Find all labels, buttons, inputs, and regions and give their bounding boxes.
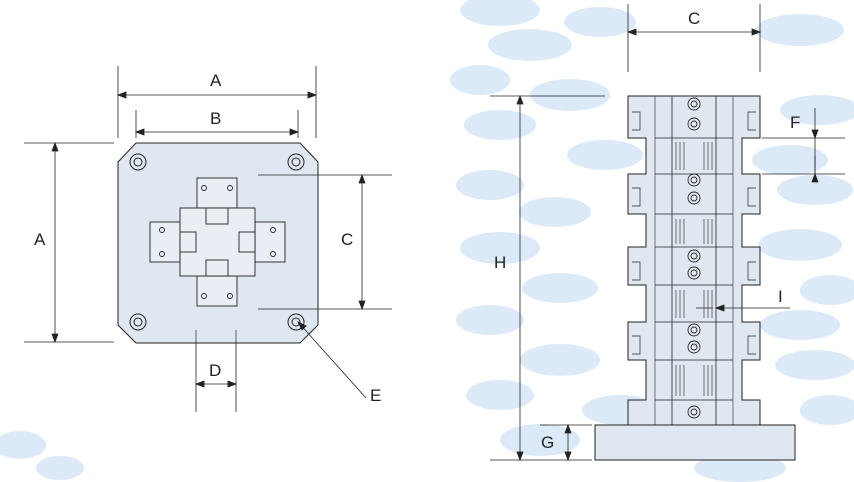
label-dim-a-side: A [34,230,46,249]
label-dim-h: H [494,253,506,272]
dimension-c-plan [290,173,392,311]
dimension-h [490,94,605,462]
label-dim-i: I [778,287,783,306]
dimension-c-elevation [626,4,762,72]
label-dim-d: D [209,361,221,380]
corner-hole [129,153,305,331]
label-dim-c-plan: C [341,230,353,249]
dimension-f [762,108,845,183]
serrated-jaw [675,142,713,396]
base-foot [594,424,796,461]
label-callout-e: E [370,386,381,405]
bolt-head [687,97,701,419]
dimension-a-side [24,141,114,344]
callout-e-leader [297,321,367,399]
dimension-i [696,304,790,312]
label-dim-g: G [541,433,554,452]
label-dim-c-elevation: C [688,9,700,28]
dimension-d [194,343,238,412]
label-dim-b: B [210,109,221,128]
dimension-a-top [116,66,318,138]
label-dim-a-top: A [210,71,222,90]
flange-slot [632,111,756,355]
cross-fixture [149,177,286,307]
dimension-g [540,423,592,462]
elevation-view [490,4,845,462]
label-dim-f: F [790,113,800,132]
plan-view [24,66,392,412]
dimension-b [134,110,300,138]
